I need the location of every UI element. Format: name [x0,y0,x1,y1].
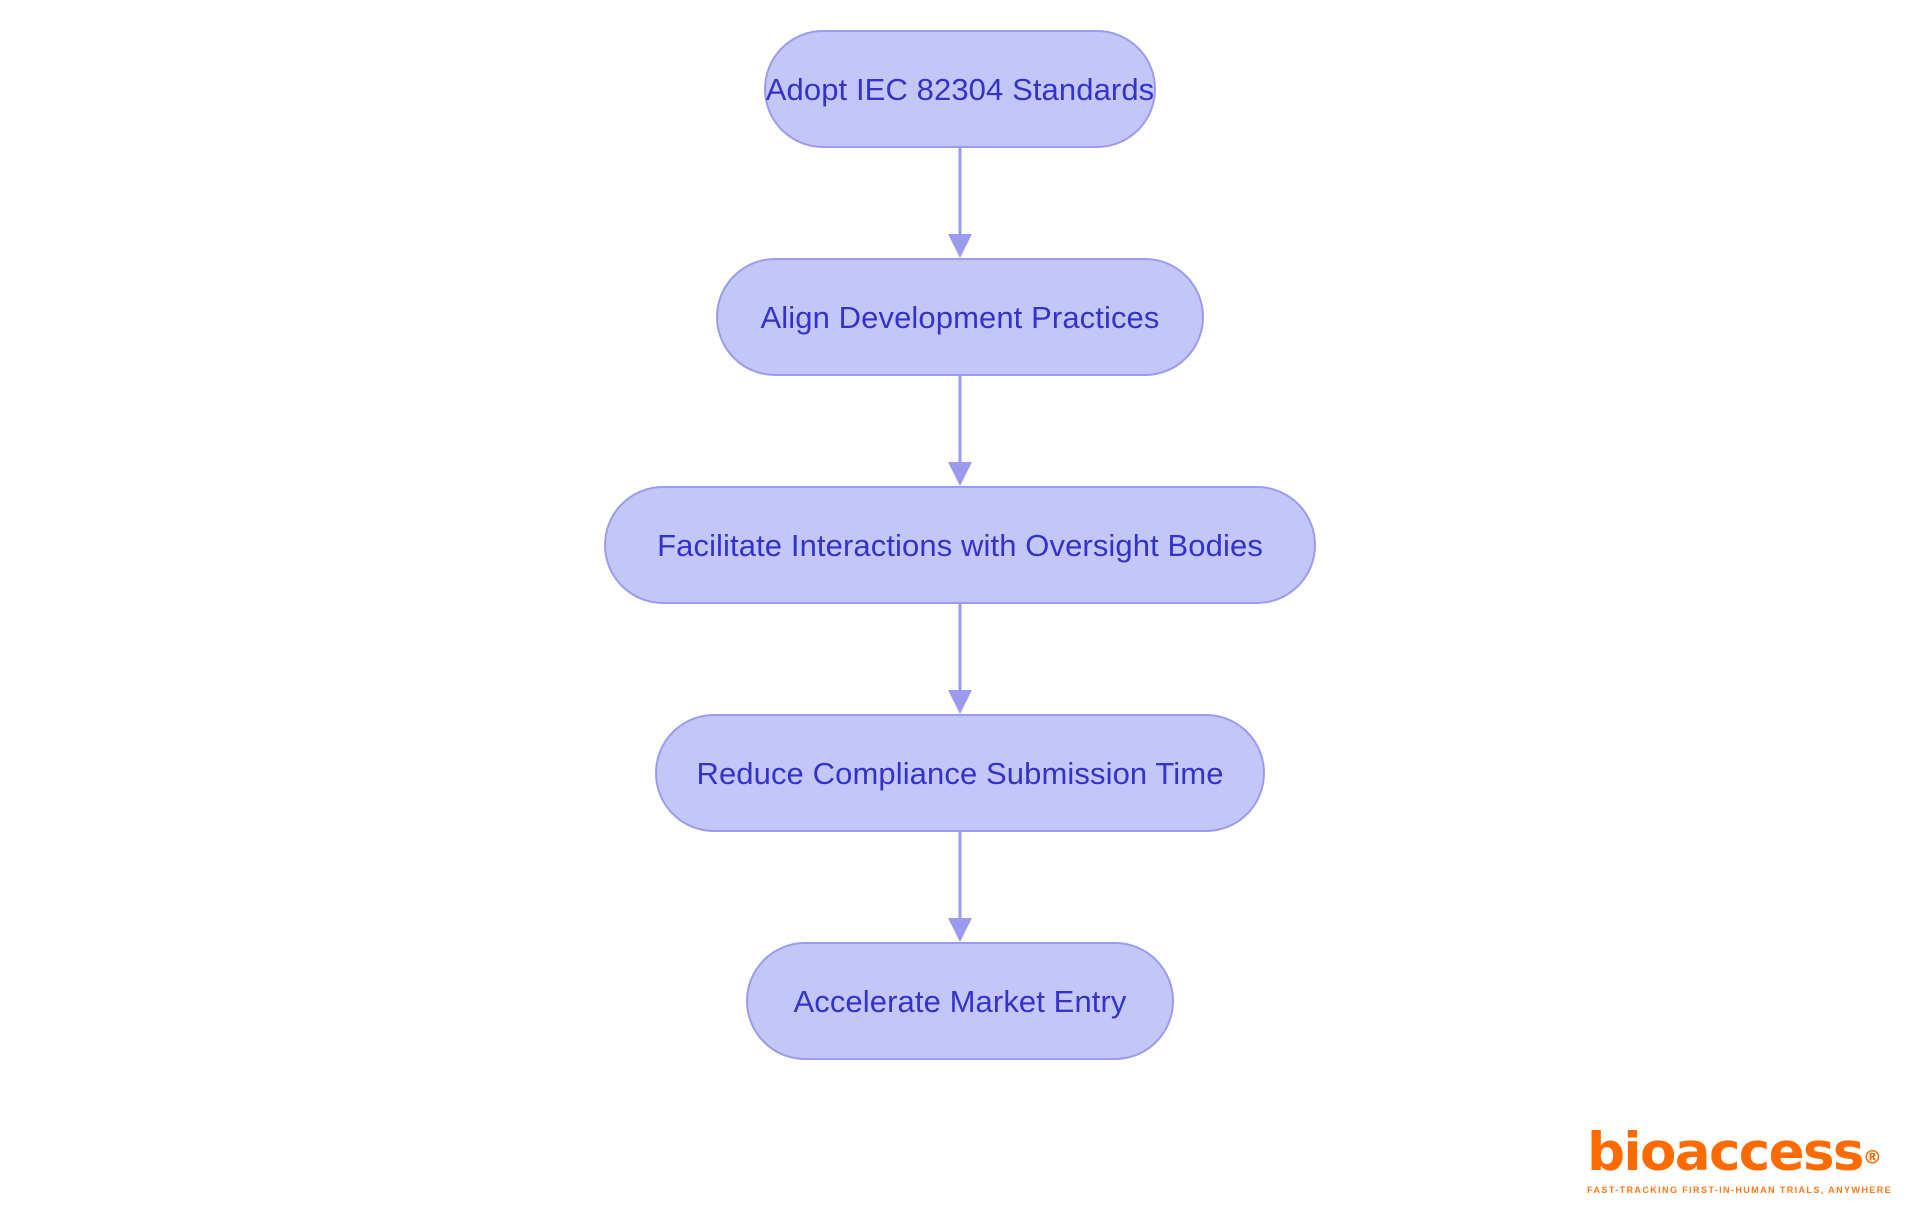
flow-edge-line [958,376,962,464]
flow-node-label: Align Development Practices [760,299,1160,335]
flow-node-facilitate-interactions-with-oversight-bodies[interactable]: Facilitate Interactions with Oversight B… [604,486,1316,604]
flow-node-label: Accelerate Market Entry [793,983,1127,1019]
flow-edge-arrowhead-icon [948,690,972,714]
flow-edge-line [958,604,962,692]
flow-node-reduce-compliance-submission-time[interactable]: Reduce Compliance Submission Time [655,714,1265,832]
registered-trademark-icon: ® [1862,1146,1882,1169]
flow-node-label: Reduce Compliance Submission Time [696,755,1224,791]
flow-edge-n1-to-n2 [940,148,980,258]
bioaccess-logo: bioaccess® FAST-TRACKING FIRST-IN-HUMAN … [1587,1126,1892,1195]
flow-edge-n2-to-n3 [940,376,980,486]
flow-node-label: Facilitate Interactions with Oversight B… [657,527,1263,563]
flow-edge-line [958,832,962,920]
flow-node-adopt-iec-82304-standards[interactable]: Adopt IEC 82304 Standards [764,30,1156,148]
flowchart-node-column: Adopt IEC 82304 Standards Align Developm… [0,30,1920,1060]
flow-edge-line [958,148,962,236]
flow-edge-arrowhead-icon [948,462,972,486]
flow-node-label: Adopt IEC 82304 Standards [765,71,1155,107]
brand-wordmark: bioaccess [1587,1121,1864,1183]
brand-tagline: FAST-TRACKING FIRST-IN-HUMAN TRIALS, ANY… [1587,1184,1892,1195]
flow-edge-n4-to-n5 [940,832,980,942]
flow-edge-n3-to-n4 [940,604,980,714]
flow-node-align-development-practices[interactable]: Align Development Practices [716,258,1204,376]
flow-edge-arrowhead-icon [948,234,972,258]
flow-node-accelerate-market-entry[interactable]: Accelerate Market Entry [746,942,1174,1060]
brand-wordmark-row: bioaccess® [1587,1126,1892,1179]
flow-edge-arrowhead-icon [948,918,972,942]
